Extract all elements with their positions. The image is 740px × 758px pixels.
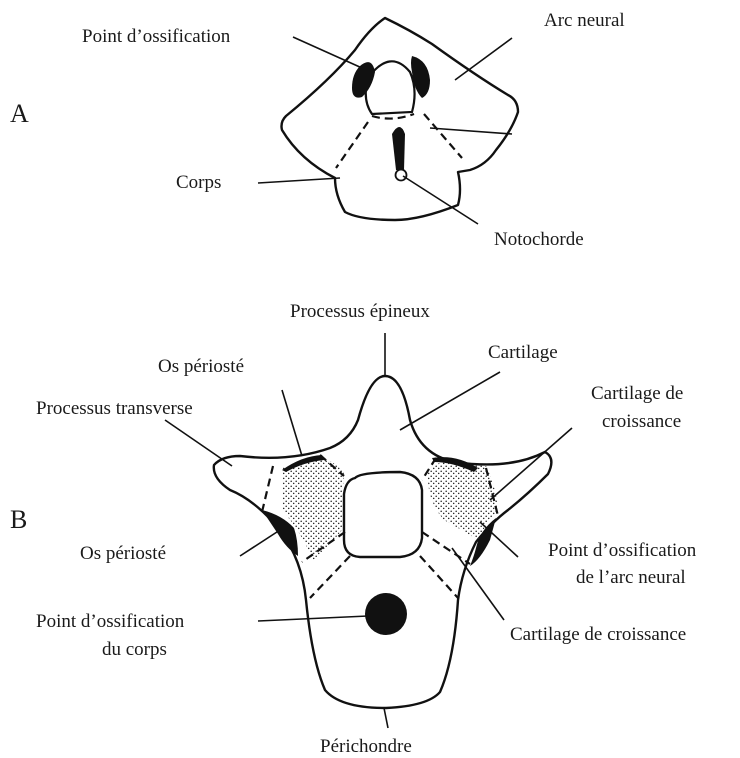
label-perichondre: Périchondre <box>320 736 412 757</box>
notochord-circle <box>396 170 407 181</box>
label-os-perioste-top: Os périosté <box>158 356 244 377</box>
leader-perichondre <box>384 708 388 728</box>
leader-cartilage <box>400 372 500 430</box>
growth-dash-right-bottom <box>422 532 470 564</box>
panel-a-diagram <box>258 18 518 224</box>
growth-dash-body-right <box>420 556 458 598</box>
label-cartilage-croissance-right-1: Cartilage de <box>591 383 683 404</box>
label-notochorde: Notochorde <box>494 229 584 250</box>
notochord-streak <box>392 127 405 170</box>
panel-b-diagram <box>165 333 572 728</box>
boundary-dash-right <box>424 114 462 158</box>
label-point-ossification-a: Point d’ossification <box>82 26 231 47</box>
label-corps: Corps <box>176 172 221 193</box>
label-cartilage-croissance-right-2: croissance <box>602 411 681 432</box>
label-cartilage-croissance-bottom: Cartilage de croissance <box>510 624 686 645</box>
growth-dash-body-left <box>310 556 350 598</box>
ossification-point-body <box>365 593 407 635</box>
label-processus-epineux: Processus épineux <box>290 301 430 322</box>
leader-corps <box>258 178 340 183</box>
label-processus-transverse: Processus transverse <box>36 398 193 419</box>
leader-os-perioste-left <box>240 530 280 556</box>
leader-arc-neural <box>455 38 512 80</box>
leader-os-perioste-top <box>282 390 302 456</box>
neural-canal-b <box>344 472 422 557</box>
label-os-perioste-left: Os périosté <box>80 543 166 564</box>
panel-label-b: B <box>10 505 27 534</box>
label-arc-neural: Arc neural <box>544 10 625 31</box>
boundary-dash-left <box>336 122 368 168</box>
leader-processus-transverse <box>165 420 232 466</box>
label-cartilage: Cartilage <box>488 342 558 363</box>
label-point-ossif-arc-2: de l’arc neural <box>576 567 686 588</box>
leader-arc-neural-2 <box>430 128 512 134</box>
label-point-ossif-corps-1: Point d’ossification <box>36 611 185 632</box>
growth-dash-left-side <box>262 466 273 512</box>
label-point-ossif-arc-1: Point d’ossification <box>548 540 697 561</box>
panel-label-a: A <box>10 99 29 128</box>
label-point-ossif-corps-2: du corps <box>102 639 167 660</box>
leader-point-ossif-corps <box>258 616 368 621</box>
leader-notochorde <box>403 176 478 224</box>
